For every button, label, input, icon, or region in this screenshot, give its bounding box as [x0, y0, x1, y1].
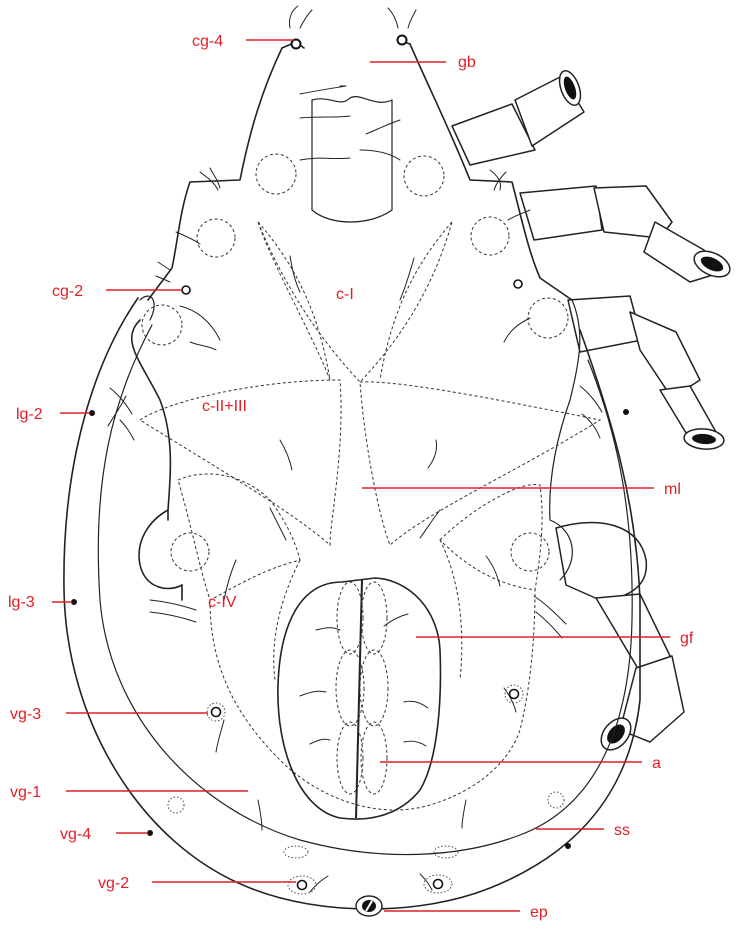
labels: cg-4 gb cg-2 c-I lg-2 c-II+III ml lg-3 c… [8, 33, 694, 921]
label-c-i: c-I [336, 286, 354, 303]
body-outline [63, 39, 641, 910]
label-gb: gb [458, 54, 476, 71]
coxal-fields [139, 221, 602, 811]
leg-2 [519, 185, 731, 283]
label-c-iv: c-IV [208, 594, 237, 611]
label-c-ii-iii: c-II+III [202, 398, 247, 415]
label-vg-2: vg-2 [98, 875, 129, 892]
label-a: a [652, 755, 661, 772]
label-lg-2: lg-2 [16, 406, 43, 423]
genital-field [277, 577, 442, 820]
label-vg-1: vg-1 [10, 784, 41, 801]
label-ep: ep [530, 904, 548, 921]
pores [71, 34, 629, 917]
label-lg-3: lg-3 [8, 594, 35, 611]
legs [451, 70, 731, 751]
leader-lines [52, 39, 670, 912]
label-ml: ml [664, 481, 681, 498]
label-vg-3: vg-3 [10, 706, 41, 723]
acetabula [141, 153, 569, 572]
label-gf: gf [680, 630, 694, 647]
label-cg-2: cg-2 [52, 283, 83, 300]
label-vg-4: vg-4 [60, 826, 91, 843]
leg-4 [555, 521, 685, 751]
label-cg-4: cg-4 [192, 33, 223, 50]
label-ss: ss [614, 822, 630, 839]
leg-3 [567, 295, 725, 450]
setae [107, 5, 603, 893]
leg-1 [451, 70, 585, 166]
